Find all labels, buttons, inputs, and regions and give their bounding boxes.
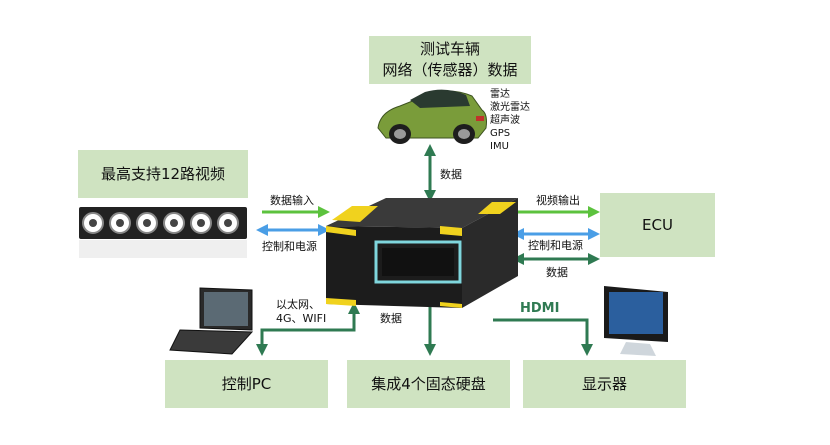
display-box: 显示器 bbox=[523, 360, 686, 408]
sensor-imu: IMU bbox=[490, 141, 509, 152]
label-network-2: 4G、WIFI bbox=[276, 312, 327, 325]
label-data-right: 数据 bbox=[546, 266, 568, 279]
label-control-power-left: 控制和电源 bbox=[262, 240, 317, 253]
arrow-network-pc bbox=[256, 302, 360, 356]
display-label: 显示器 bbox=[581, 374, 627, 393]
test-vehicle-title: 测试车辆 bbox=[419, 40, 480, 58]
arrow-hdmi bbox=[493, 318, 593, 356]
test-vehicle-subtitle: 网络（传感器）数据 bbox=[382, 61, 518, 79]
label-hdmi: HDMI bbox=[520, 301, 560, 316]
label-top-data: 数据 bbox=[440, 168, 462, 181]
ecu-label: ECU bbox=[642, 215, 673, 234]
ecu-box: ECU bbox=[600, 193, 715, 257]
label-data-bottom: 数据 bbox=[380, 312, 402, 325]
sensor-lidar: 激光雷达 bbox=[490, 102, 530, 113]
sensor-gps: GPS bbox=[490, 128, 511, 139]
label-data-in: 数据输入 bbox=[270, 194, 314, 207]
ssd-label: 集成4个固态硬盘 bbox=[371, 374, 486, 393]
camera-box-label: 最高支持12路视频 bbox=[100, 164, 226, 183]
sensor-list: 雷达 激光雷达 超声波 GPS IMU bbox=[490, 88, 530, 153]
test-vehicle-box: 测试车辆 网络（传感器）数据 bbox=[369, 36, 531, 84]
sensor-radar: 雷达 bbox=[490, 89, 510, 100]
control-pc-box: 控制PC bbox=[165, 360, 328, 408]
label-control-power-right: 控制和电源 bbox=[528, 239, 583, 252]
camera-box: 最高支持12路视频 bbox=[78, 150, 248, 198]
ssd-box: 集成4个固态硬盘 bbox=[347, 360, 510, 408]
label-video-out: 视频输出 bbox=[536, 194, 580, 207]
sensor-ultrasonic: 超声波 bbox=[490, 115, 520, 126]
control-pc-label: 控制PC bbox=[221, 374, 272, 393]
label-network: 以太网、 bbox=[276, 298, 320, 311]
